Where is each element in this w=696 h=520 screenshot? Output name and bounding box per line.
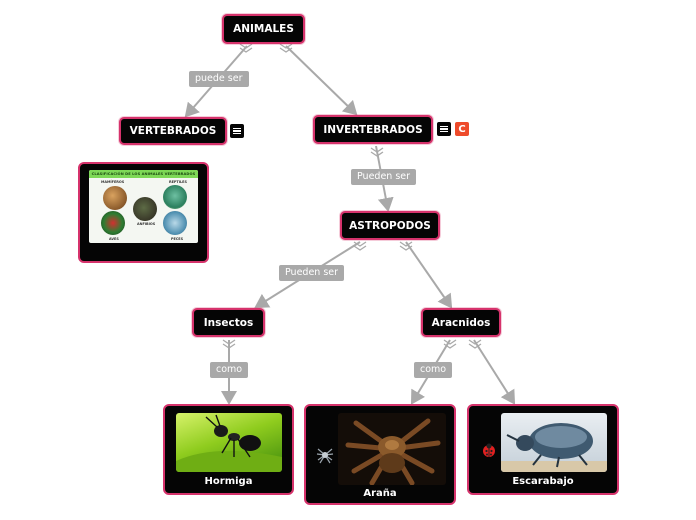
ant-photo: [176, 413, 282, 472]
vert-label-peces: PECES: [171, 237, 184, 241]
c-badge-icon[interactable]: C: [455, 122, 469, 136]
vert-label-reptiles: REPTILES: [169, 180, 187, 184]
vertebrados-classification-image: CLASIFICACIÓN DE LOS ANIMALES VERTEBRADO…: [89, 170, 198, 243]
c-badge-text: C: [458, 123, 466, 135]
image-card-escarabajo[interactable]: Escarabajo: [467, 404, 619, 495]
spider-small-icon: [316, 446, 334, 464]
beetle-icon: [501, 423, 607, 472]
origin-chevron: [353, 241, 367, 251]
node-invertebrados-text: INVERTEBRADOS: [323, 123, 423, 136]
node-astropodos-text: ASTROPODOS: [349, 219, 431, 232]
origin-chevron: [222, 339, 236, 349]
edge-animales-invertebrados: [285, 45, 358, 116]
origin-chevron: [399, 241, 413, 251]
node-insectos[interactable]: Insectos: [192, 308, 265, 337]
edge-astropodos-aracnidos: [405, 241, 453, 309]
tarantula-photo: [338, 413, 446, 485]
card-caption-hormiga: Hormiga: [204, 476, 253, 487]
node-vertebrados-text: VERTEBRADOS: [129, 125, 217, 137]
node-animales-text: ANIMALES: [233, 23, 294, 35]
label-pueden-ser-astropodos[interactable]: Pueden ser: [279, 265, 345, 281]
amphibian-photo-icon: [133, 197, 157, 221]
edge-aracnidos-escarabajo: [473, 339, 516, 405]
tarantula-icon: [345, 418, 441, 485]
image-card-arana[interactable]: Araña: [304, 404, 456, 505]
bird-photo-icon: [101, 211, 125, 235]
node-invertebrados[interactable]: INVERTEBRADOS: [313, 115, 433, 144]
node-insectos-text: Insectos: [203, 316, 254, 329]
note-icon[interactable]: [437, 122, 451, 136]
image-card-vertebrados[interactable]: CLASIFICACIÓN DE LOS ANIMALES VERTEBRADO…: [78, 162, 209, 263]
vert-label-anfibios: ANFIBIOS: [137, 222, 156, 226]
ladybug-icon: [481, 442, 497, 458]
node-astropodos[interactable]: ASTROPODOS: [340, 211, 440, 240]
origin-chevron: [279, 43, 293, 53]
label-como-insectos[interactable]: como: [210, 362, 249, 378]
node-vertebrados[interactable]: VERTEBRADOS: [119, 117, 227, 145]
origin-chevron: [443, 339, 457, 349]
vert-image-title: CLASIFICACIÓN DE LOS ANIMALES VERTEBRADO…: [89, 170, 198, 178]
card-caption-escarabajo: Escarabajo: [512, 476, 574, 487]
mammal-photo-icon: [103, 186, 127, 210]
card-caption-arana: Araña: [363, 488, 397, 499]
reptile-photo-icon: [163, 185, 187, 209]
label-puede-ser[interactable]: puede ser: [189, 71, 249, 87]
ant-icon: [176, 414, 282, 472]
vert-label-aves: AVES: [109, 237, 119, 241]
vert-label-mamiferos: MAMÍFEROS: [101, 180, 125, 184]
node-animales[interactable]: ANIMALES: [222, 14, 305, 44]
note-icon[interactable]: [230, 124, 244, 138]
node-aracnidos[interactable]: Aracnidos: [421, 308, 501, 337]
image-card-hormiga[interactable]: Hormiga: [163, 404, 294, 495]
beetle-photo: [501, 413, 607, 472]
origin-chevron: [370, 147, 384, 157]
label-como-aracnidos[interactable]: como: [414, 362, 453, 378]
origin-chevron: [468, 339, 482, 349]
origin-chevron: [239, 43, 253, 53]
fish-photo-icon: [163, 211, 187, 235]
node-aracnidos-text: Aracnidos: [431, 316, 491, 329]
label-pueden-ser-invertebrados[interactable]: Pueden ser: [351, 169, 417, 185]
